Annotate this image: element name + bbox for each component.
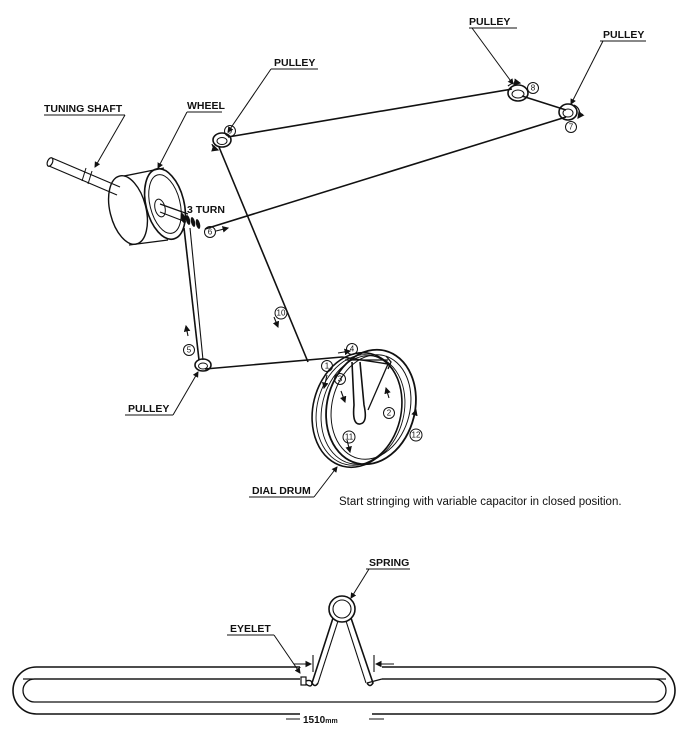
svg-text:PULLEY: PULLEY [128,403,169,415]
svg-text:6: 6 [208,228,213,237]
svg-text:10: 10 [277,309,286,318]
dimension-unit: mm [325,718,337,725]
label-pulley-top-right: PULLEY [570,29,646,105]
label-tuning-shaft: TUNING SHAFT [44,103,126,168]
svg-text:12: 12 [412,431,421,440]
step-10: 10 [274,306,288,320]
label-pulley-bottom-left: PULLEY [125,371,199,416]
dial-drum [311,348,418,469]
svg-text:DIAL DRUM: DIAL DRUM [252,485,311,497]
svg-text:4: 4 [350,345,355,354]
svg-text:TUNING SHAFT: TUNING SHAFT [44,103,123,115]
svg-text:PULLEY: PULLEY [274,57,315,69]
label-dial-drum: DIAL DRUM [249,466,338,498]
svg-text:3: 3 [338,375,343,384]
svg-text:SPRING: SPRING [369,557,409,569]
stringing-instruction: Start stringing with variable capacitor … [339,496,622,508]
step-9: 9 [224,125,236,137]
svg-text:WHEEL: WHEEL [187,100,226,112]
pulley-7 [558,103,585,121]
string-loop [12,660,676,715]
dimension-label: 1510mm [286,713,384,726]
label-pulley-top-middle: PULLEY [469,16,517,85]
pulley-8 [507,78,529,102]
step-3: 3 [334,373,346,385]
svg-text:1: 1 [325,362,330,371]
svg-text:8: 8 [531,84,536,93]
label-eyelet: EYELET [227,623,301,674]
step-8: 8 [527,82,539,94]
step-6: 6 [204,226,216,238]
svg-text:5: 5 [187,346,192,355]
svg-text:PULLEY: PULLEY [469,16,510,28]
svg-text:EYELET: EYELET [230,623,271,635]
step-11: 11 [342,430,356,444]
svg-text:1510mm: 1510mm [303,715,338,726]
label-wheel: WHEEL [157,100,226,169]
step-4: 4 [346,343,358,355]
label-three-turn: 3 TURN [187,204,225,216]
label-pulley-top-left: PULLEY [227,57,318,133]
wheel [107,167,201,246]
string-path [183,88,567,370]
three-turn-windings [180,213,201,229]
step-7: 7 [565,121,577,133]
pulley-9 [211,132,232,152]
svg-text:2: 2 [387,409,392,418]
step-1: 1 [321,360,333,372]
svg-text:11: 11 [345,433,354,442]
svg-text:3 TURN: 3 TURN [187,204,225,216]
dimension-value: 1510 [303,715,326,726]
pulley-5 [194,358,212,372]
step-12: 12 [409,428,423,442]
step-2: 2 [383,407,395,419]
dimension-markers [294,655,394,672]
svg-text:7: 7 [569,123,574,132]
tuning-shaft [46,157,121,196]
step-5: 5 [183,344,195,356]
label-spring: SPRING [350,557,410,599]
svg-text:PULLEY: PULLEY [603,29,644,41]
spring [311,595,383,687]
